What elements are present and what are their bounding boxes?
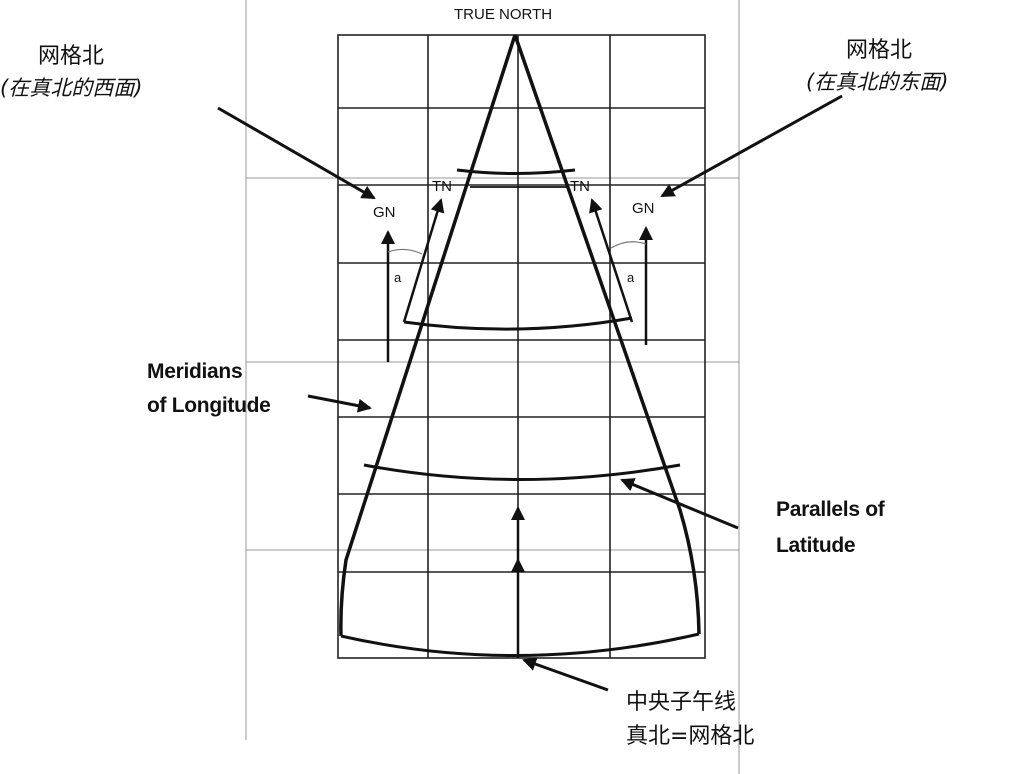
central-meridian-label-line1: 中央子午线 <box>626 690 737 715</box>
callout-arrows <box>217 94 843 692</box>
angle-label-left: a <box>394 270 402 285</box>
tn-arrows <box>402 198 634 323</box>
tn-label-right: TN <box>570 178 590 195</box>
gn-arrows <box>381 226 653 362</box>
angle-arcs <box>387 241 647 255</box>
meridians-label-line1: Meridians <box>147 360 243 383</box>
angle-label-right: a <box>627 270 635 285</box>
true-north-label: TRUE NORTH <box>454 6 553 23</box>
gn-label-right: GN <box>632 200 655 217</box>
parallels-label-line1: Parallels of <box>776 498 885 521</box>
central-meridian-label-line2: 真北=网格北 <box>626 724 755 749</box>
grid <box>337 34 706 659</box>
meridians <box>339 34 701 637</box>
meridians-label-line2: of Longitude <box>147 394 271 417</box>
parallels-label-line2: Latitude <box>776 534 856 557</box>
frame-lines <box>245 0 740 774</box>
left-meridian <box>339 34 517 637</box>
right-note-subtitle: (在真北的东面) <box>806 70 949 94</box>
tn-label-left: TN <box>432 178 452 195</box>
left-note-subtitle: (在真北的西面) <box>0 76 143 100</box>
gn-label-left: GN <box>373 204 396 221</box>
right-note-title: 网格北 <box>846 38 913 63</box>
left-note-title: 网格北 <box>38 44 105 69</box>
right-meridian <box>513 34 701 635</box>
